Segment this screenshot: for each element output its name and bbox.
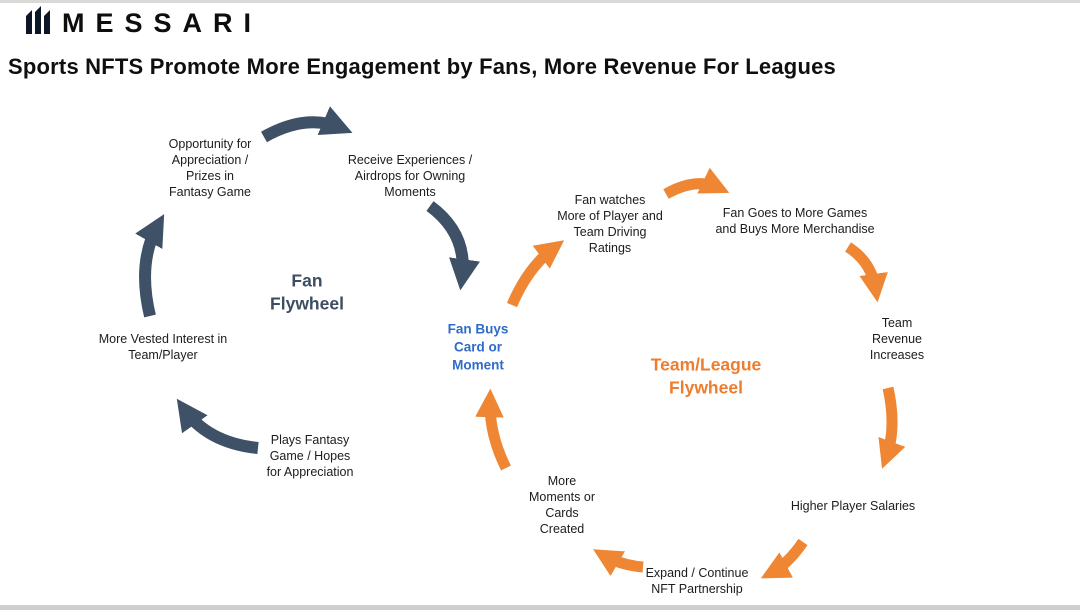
brand-name: MESSARI xyxy=(62,8,263,38)
team-arrow-up-to-shared xyxy=(475,388,511,471)
messari-logo-icon xyxy=(26,6,52,39)
team-arrow-down xyxy=(878,386,906,469)
team-arrow-to-expand xyxy=(760,538,808,579)
page-title: Sports NFTS Promote More Engagement by F… xyxy=(8,54,836,79)
team-node-games: Fan Goes to More Games and Buys More Mer… xyxy=(715,206,875,236)
team-arrow-to-watches xyxy=(506,240,565,308)
fan-node-receive: Receive Experiences / Airdrops for Ownin… xyxy=(347,153,473,199)
fan-arrow-right-down xyxy=(426,201,480,291)
team-arrow-top xyxy=(663,167,730,199)
team-node-moments: More Moments or Cards Created xyxy=(529,474,595,536)
top-border xyxy=(0,0,1080,3)
fan-node-opportunity: Opportunity for Appreciation / Prizes in… xyxy=(168,137,252,199)
team-node-expand: Expand / Continue NFT Partnership xyxy=(645,566,749,596)
fan-node-plays: Plays Fantasy Game / Hopes for Appreciat… xyxy=(266,433,354,479)
fan-arrow-bottom-left xyxy=(176,398,259,454)
bottom-border xyxy=(0,605,1080,610)
team-node-revenue: Team Revenue Increases xyxy=(869,316,925,362)
team-node-salaries: Higher Player Salaries xyxy=(790,499,916,513)
team-arrow-right-down xyxy=(844,242,888,303)
team-flywheel-label: Team/League Flywheel xyxy=(650,354,762,397)
fan-arrow-top xyxy=(261,106,353,143)
team-arrow-to-moments xyxy=(593,549,644,577)
fan-node-vested: More Vested Interest in Team/Player xyxy=(98,332,228,362)
team-node-watches: Fan watches More of Player and Team Driv… xyxy=(557,193,663,255)
brand-lockup: MESSARI xyxy=(26,6,262,39)
shared-node-fan-buys: Fan Buys Card or Moment xyxy=(447,321,509,374)
fan-arrow-left-up xyxy=(135,214,165,318)
fan-flywheel-label: Fan Flywheel xyxy=(270,270,344,313)
